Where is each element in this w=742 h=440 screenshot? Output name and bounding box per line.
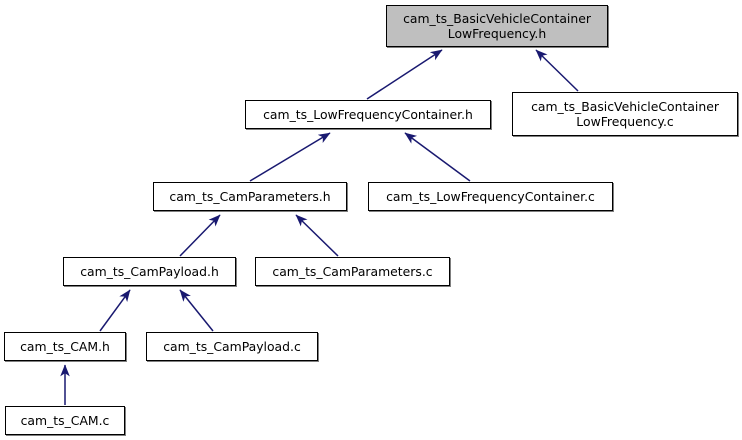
- node-cam_parameters_h[interactable]: cam_ts_CamParameters.h: [153, 182, 347, 211]
- edge-low_frequency_container_c-to-low_frequency_container_h: [404, 132, 471, 182]
- node-label: cam_ts_BasicVehicleContainer LowFrequenc…: [531, 99, 719, 129]
- edge-cam_parameters_c-to-cam_parameters_h: [295, 214, 339, 257]
- node-label: cam_ts_CAM.h: [20, 339, 110, 354]
- node-low_frequency_container_c[interactable]: cam_ts_LowFrequencyContainer.c: [368, 182, 613, 211]
- node-cam_payload_h[interactable]: cam_ts_CamPayload.h: [63, 257, 236, 286]
- node-label: cam_ts_LowFrequencyContainer.h: [263, 107, 473, 122]
- edge-basic_vehicle_container_low_frequency_c-to-basic_vehicle_container_low_frequency_h: [535, 49, 579, 92]
- node-label: cam_ts_CamParameters.h: [169, 189, 331, 204]
- edge-cam_parameters_h-to-low_frequency_container_h: [249, 132, 331, 182]
- node-cam_payload_c[interactable]: cam_ts_CamPayload.c: [146, 332, 318, 361]
- edge-low_frequency_container_h-to-basic_vehicle_container_low_frequency_h: [366, 49, 443, 100]
- node-label: cam_ts_LowFrequencyContainer.c: [386, 189, 595, 204]
- node-label: cam_ts_CamPayload.h: [80, 264, 219, 279]
- node-low_frequency_container_h[interactable]: cam_ts_LowFrequencyContainer.h: [245, 100, 491, 129]
- edge-cam_payload_h-to-cam_parameters_h: [179, 214, 221, 257]
- node-basic_vehicle_container_low_frequency_h[interactable]: cam_ts_BasicVehicleContainer LowFrequenc…: [386, 5, 608, 47]
- node-label: cam_ts_CAM.c: [20, 413, 110, 428]
- edge-cam_h-to-cam_payload_h: [99, 289, 131, 332]
- edge-cam_payload_c-to-cam_payload_h: [179, 289, 214, 332]
- node-label: cam_ts_CamParameters.c: [272, 264, 433, 279]
- node-cam_parameters_c[interactable]: cam_ts_CamParameters.c: [255, 257, 450, 286]
- node-cam_c[interactable]: cam_ts_CAM.c: [5, 406, 125, 435]
- node-cam_h[interactable]: cam_ts_CAM.h: [4, 332, 126, 361]
- node-basic_vehicle_container_low_frequency_c[interactable]: cam_ts_BasicVehicleContainer LowFrequenc…: [512, 92, 738, 136]
- node-label: cam_ts_CamPayload.c: [163, 339, 301, 354]
- node-label: cam_ts_BasicVehicleContainer LowFrequenc…: [403, 11, 591, 41]
